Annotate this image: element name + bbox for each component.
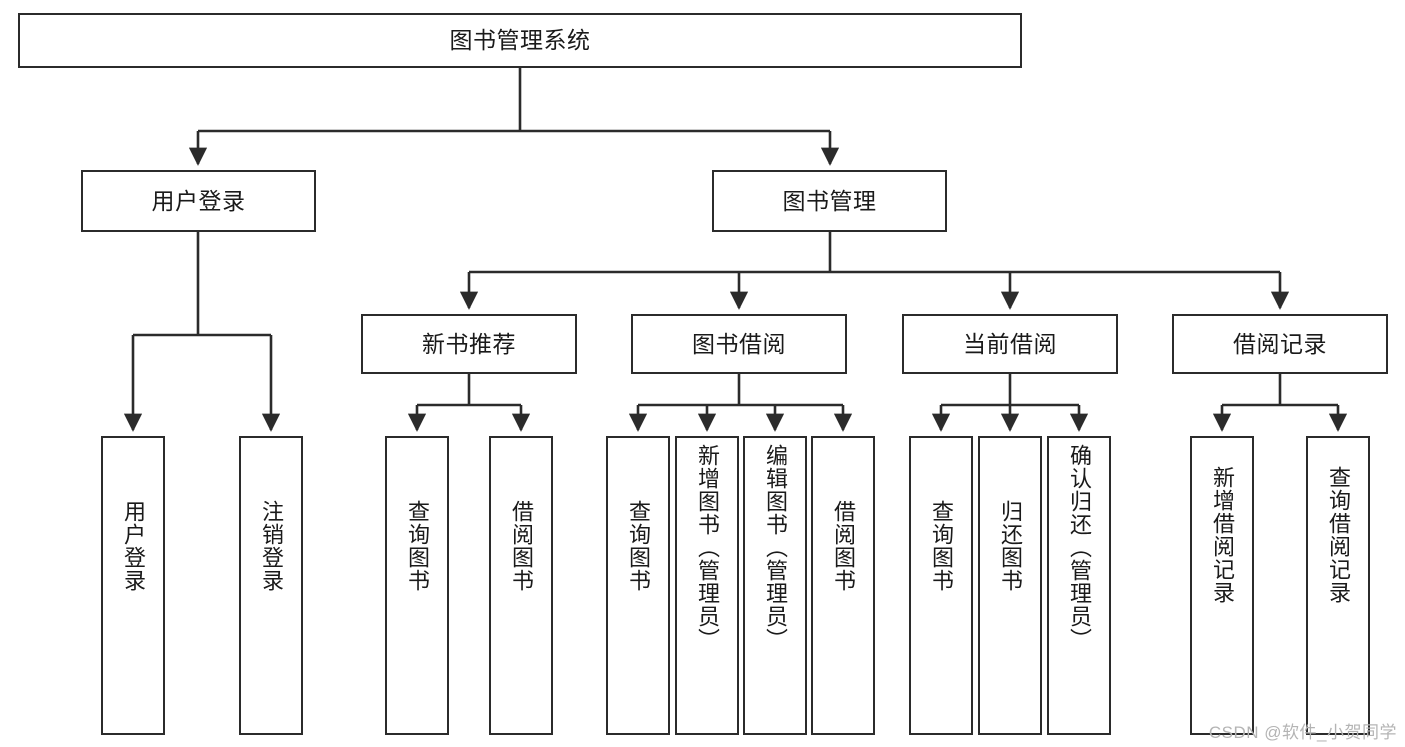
node-new-book-recommend[interactable]: 新书推荐 [361,314,577,374]
node-current-borrow[interactable]: 当前借阅 [902,314,1118,374]
leaf-record-query[interactable]: 查询借阅记录 [1306,436,1370,735]
leaf-current-query-book[interactable]: 查询图书 [909,436,973,735]
leaf-user-login-login[interactable]: 用户登录 [101,436,165,735]
leaf-new-book-borrow[interactable]: 借阅图书 [489,436,553,735]
leaf-current-query-book-label: 查询图书 [928,500,954,592]
node-borrow-record-label: 借阅记录 [1233,330,1327,357]
leaf-borrow-query-book[interactable]: 查询图书 [606,436,670,735]
leaf-current-return-book[interactable]: 归还图书 [978,436,1042,735]
leaf-current-confirm-return[interactable]: 确认归还（管理员） [1047,436,1111,735]
node-current-borrow-label: 当前借阅 [963,330,1057,357]
leaf-record-add[interactable]: 新增借阅记录 [1190,436,1254,735]
leaf-borrow-add-book-label: 新增图书（管理员） [694,444,720,651]
leaf-new-book-borrow-label: 借阅图书 [508,500,534,592]
node-new-book-recommend-label: 新书推荐 [422,330,516,357]
leaf-user-login-logout[interactable]: 注销登录 [239,436,303,735]
leaf-new-book-query-label: 查询图书 [404,500,430,592]
node-book-borrow-label: 图书借阅 [692,330,786,357]
leaf-record-query-label: 查询借阅记录 [1325,466,1351,604]
leaf-current-confirm-return-label: 确认归还（管理员） [1066,444,1092,651]
leaf-borrow-borrow-book-label: 借阅图书 [830,500,856,592]
node-book-borrow[interactable]: 图书借阅 [631,314,847,374]
node-user-login[interactable]: 用户登录 [81,170,316,232]
leaf-user-login-logout-label: 注销登录 [258,500,284,592]
node-book-management-label: 图书管理 [782,187,877,214]
leaf-borrow-add-book[interactable]: 新增图书（管理员） [675,436,739,735]
leaf-borrow-query-book-label: 查询图书 [625,500,651,592]
node-root-label: 图书管理系统 [449,27,591,54]
leaf-borrow-edit-book-label: 编辑图书（管理员） [762,444,788,651]
leaf-user-login-login-label: 用户登录 [120,500,146,592]
leaf-borrow-edit-book[interactable]: 编辑图书（管理员） [743,436,807,735]
leaf-current-return-book-label: 归还图书 [997,500,1023,592]
leaf-record-add-label: 新增借阅记录 [1209,466,1235,604]
leaf-borrow-borrow-book[interactable]: 借阅图书 [811,436,875,735]
leaf-new-book-query[interactable]: 查询图书 [385,436,449,735]
node-root[interactable]: 图书管理系统 [18,13,1022,68]
node-borrow-record[interactable]: 借阅记录 [1172,314,1388,374]
node-book-management[interactable]: 图书管理 [712,170,947,232]
node-user-login-label: 用户登录 [151,187,246,214]
